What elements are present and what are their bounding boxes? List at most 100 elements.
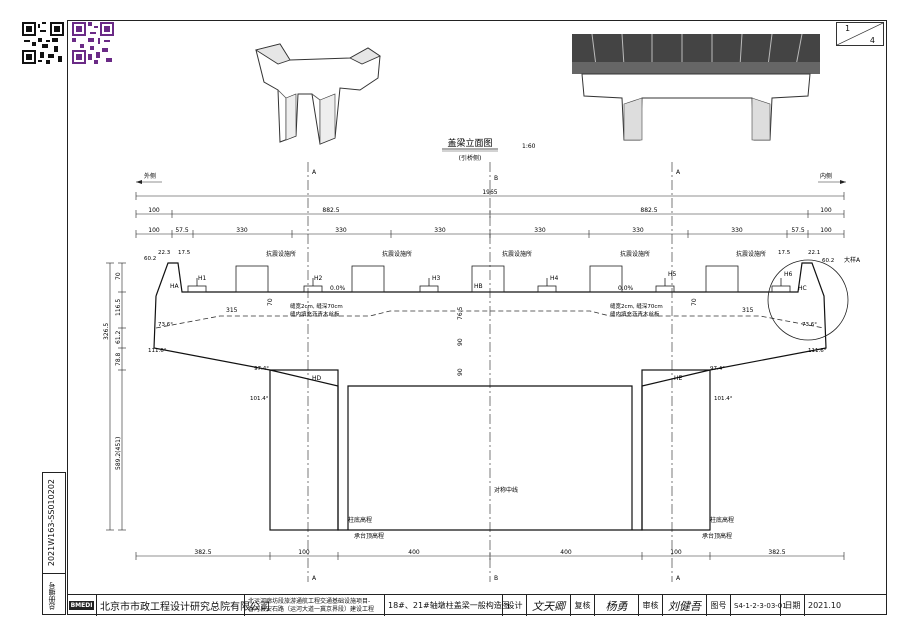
section-a-bottom: A: [312, 575, 317, 582]
sidebar-stamp: 2021W163-SS010202 总册编号: [42, 472, 66, 615]
dim-top-3: 100: [820, 207, 832, 214]
sheet-total: 4: [869, 36, 875, 45]
dim-second-5: 330: [534, 227, 546, 234]
point-h4: H4: [550, 275, 559, 282]
dim-v-70: 70: [115, 272, 122, 280]
drawing-date: 2021.10: [808, 601, 842, 610]
sidebar-code: 2021W163-SS010202: [47, 479, 56, 567]
dim-bottom-2: 400: [408, 549, 420, 556]
view-subtitle: (引桥侧): [459, 154, 482, 162]
detail-circle: [767, 259, 849, 341]
dim-second-6: 330: [632, 227, 644, 234]
corner-dim-r1: 17.5: [778, 250, 791, 256]
sidebar-divider: [43, 573, 65, 574]
view-scale: 1:60: [522, 143, 536, 150]
dim-second-4: 330: [434, 227, 446, 234]
angle-6: 111.6°: [808, 348, 827, 354]
corner-dim-3: 17.5: [178, 250, 191, 256]
project-name: 北运河廊坊段旅游通航工程交通基础设施项目- 香河县安石路（运河大道一冀京界段）建…: [245, 595, 385, 616]
pier-left: [269, 369, 339, 531]
seismic-label-4: 抗震设施所: [620, 250, 650, 258]
drawing-code: S4-1-2-3-03-01: [731, 595, 787, 616]
joint-note-right-1: 缝宽2cm, 缝深70cm: [610, 302, 663, 310]
dim-second-0: 100: [148, 227, 160, 234]
detail-callout: 大样A: [844, 256, 861, 264]
point-hd: HD: [312, 375, 322, 382]
side-left-label: 外侧: [144, 172, 156, 180]
dim-second-3: 330: [335, 227, 347, 234]
dim-v-78: 78.8: [115, 352, 122, 366]
slope-label-right: 0.0%: [618, 285, 634, 292]
point-h5: H5: [668, 271, 677, 278]
point-ha: HA: [170, 283, 180, 290]
pier-3d-view-right: [572, 34, 820, 141]
angle-1: 73.6°: [158, 322, 173, 328]
corner-dim-2: 22.3: [158, 250, 171, 256]
section-b-top: B: [494, 175, 498, 182]
angle-7: 97.4°: [710, 366, 725, 372]
cap-beam-elevation: 盖梁立面图 1:60 (引桥侧) A B A A B A 外侧 内侧 1965: [103, 137, 861, 582]
angle-4: 101.4°: [250, 396, 269, 402]
section-a-bottom-right: A: [676, 575, 681, 582]
sidebar-label: 总册编号: [48, 582, 56, 610]
dim-inner-70-left: 70: [267, 298, 274, 306]
dim-bottom-4: 100: [670, 549, 682, 556]
point-h6: H6: [784, 271, 793, 278]
dim-v-326: 326.5: [103, 323, 110, 340]
corner-dim-r2: 22.1: [808, 250, 820, 256]
dim-second-2: 330: [236, 227, 248, 234]
dim-inner-315-right: 315: [742, 307, 754, 314]
design-signature: 文天卿: [527, 595, 571, 616]
point-h1: H1: [198, 275, 207, 282]
seismic-label-3: 抗震设施所: [502, 250, 532, 258]
cap-beam-opening: [347, 385, 633, 530]
joint-note-left-2: 缝内填充沥青木丝板: [290, 310, 340, 318]
check-signature: 刘健吾: [663, 595, 707, 616]
design-label: 设计: [503, 595, 527, 616]
joint-note-left-1: 缝宽2cm, 缝深70cm: [290, 302, 343, 310]
point-h2: H2: [314, 275, 323, 282]
point-he: HE: [674, 375, 683, 382]
review-label: 复核: [571, 595, 595, 616]
corner-dim-r3: 60.2: [822, 258, 834, 264]
section-b-bottom: B: [494, 575, 498, 582]
seismic-label-5: 抗震设施所: [736, 250, 766, 258]
dim-v-61: 61.2: [115, 330, 122, 344]
dim-bottom-3: 400: [560, 549, 572, 556]
angle-3: 97.4°: [254, 366, 269, 372]
pier-right: [641, 369, 711, 531]
code-label: 图号: [707, 595, 731, 616]
dim-center-76: 76.5: [457, 306, 464, 320]
dim-bottom-5: 382.5: [768, 549, 785, 556]
cap-top-mark-left: 承台顶高程: [354, 532, 384, 540]
pier-top-mark-right: 柱底高程: [710, 516, 734, 524]
dim-inner-70-right: 70: [691, 298, 698, 306]
point-hc: HC: [798, 285, 807, 292]
point-hb: HB: [474, 283, 483, 290]
dim-total: 1965: [482, 189, 497, 196]
qr-code-icon: [22, 22, 64, 64]
dim-bottom-0: 382.5: [194, 549, 211, 556]
drawing-frame: [67, 20, 887, 615]
drawing-name: 18#、21#轴墩柱盖梁一般构造图: [385, 595, 510, 616]
dim-second-8: 57.5: [791, 227, 805, 234]
dim-second-7: 330: [731, 227, 743, 234]
angle-8: 101.4°: [714, 396, 733, 402]
side-right-label: 内侧: [820, 172, 832, 180]
dim-top-0: 100: [148, 207, 160, 214]
dim-bottom-1: 100: [298, 549, 310, 556]
section-a-top: A: [312, 169, 317, 176]
cap-top-mark-right: 承台顶高程: [702, 532, 732, 540]
company-name: 北京市市政工程设计研究总院有限公司: [97, 595, 270, 616]
company-logo: BMEDI: [67, 595, 97, 616]
dim-second-9: 100: [820, 227, 832, 234]
qr-code-icon: [72, 22, 114, 64]
dim-v-116: 116.5: [115, 299, 122, 316]
point-h3: H3: [432, 275, 441, 282]
joint-line: [155, 310, 825, 329]
check-label: 审核: [639, 595, 663, 616]
date-label: 日期: [781, 595, 805, 616]
view-title: 盖梁立面图: [447, 137, 492, 149]
title-block: BMEDI 北京市市政工程设计研究总院有限公司 北运河廊坊段旅游通航工程交通基础…: [67, 594, 887, 616]
